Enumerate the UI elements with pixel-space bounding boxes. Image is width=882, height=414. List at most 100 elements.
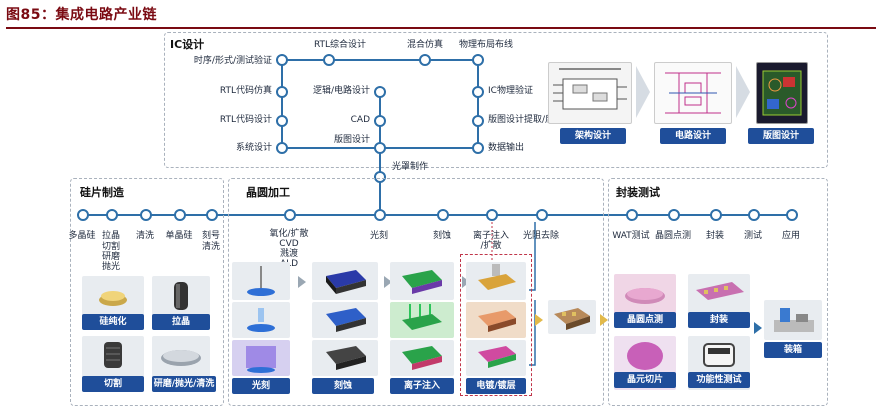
wafer-node-5: [206, 209, 218, 221]
wafer-step-3: 清洗: [135, 231, 155, 241]
proc-step-5: 光阻去除: [522, 231, 560, 241]
arrow-right-icon-4: [535, 314, 543, 326]
ic-right-label-1: IC物理验证: [488, 86, 533, 96]
polishing-caption: 研磨/抛光/清洗: [152, 376, 216, 392]
wafer-step-2-sub: 切割 研磨 抛光: [101, 242, 121, 272]
layout-image: [756, 62, 808, 124]
circuit-schematic-icon: [665, 72, 721, 114]
proc-step-4: 离子注入 /扩散: [472, 231, 510, 251]
circuit-schematic-image: [654, 62, 732, 124]
arrow-right-icon-6: [754, 322, 762, 334]
arrow-right-icon-1: [298, 276, 306, 288]
ic-design-panel: [164, 32, 828, 168]
packaging-label: 封装测试: [616, 186, 660, 199]
ion-stage-1: [390, 262, 454, 300]
title-rule: [6, 27, 876, 29]
architecture-design-caption: 架构设计: [560, 128, 626, 144]
etch-caption: 刻蚀: [312, 378, 374, 394]
chip-layout-icon: [762, 70, 802, 116]
ic-top-label-1: RTL综合设计: [313, 40, 367, 50]
ion-stage-3: [390, 340, 454, 376]
wafer-disc-icon: [161, 350, 201, 366]
arrow-right-icon-2: [384, 276, 392, 288]
proc-node-4: [486, 209, 498, 221]
ic-node-top-left: [276, 54, 288, 66]
pkg-node-5: [786, 209, 798, 221]
wafer-step-2: 拉晶: [101, 231, 121, 241]
ic-node-center-3: [374, 142, 386, 154]
plating-chip-icon: [478, 264, 516, 290]
wafer-probe-caption: 晶圆点测: [614, 312, 676, 328]
finished-chip-image: [548, 300, 596, 334]
litho-stage-3: [232, 340, 290, 376]
proc-node-1: [284, 209, 296, 221]
wafer-node-1: [77, 209, 89, 221]
test-device-icon: [703, 343, 735, 367]
proc-node-5: [536, 209, 548, 221]
etch-stage-1: [312, 262, 378, 300]
proc-node-2: [374, 209, 386, 221]
ic-node-left-2: [276, 86, 288, 98]
uv-exposure-icon: [246, 346, 276, 373]
ic-center-label-3: 版图设计: [333, 135, 370, 145]
pkg-step-2: 晶圆点测: [654, 231, 692, 241]
wafer-node-4: [174, 209, 186, 221]
plating-highlight-frame: [460, 254, 532, 396]
ic-node-center-2: [374, 115, 386, 127]
wafer-slice-caption: 晶元切片: [614, 372, 676, 388]
ic-node-right-3: [472, 142, 484, 154]
pkg-step-3: 封装: [705, 231, 725, 241]
boxing-image: [764, 300, 822, 340]
wafer-step-5-sub: 清洗: [201, 242, 221, 252]
plating-stage-3: [466, 340, 526, 376]
ic-node-rtl-synth: [323, 54, 335, 66]
wafer-probe-icon: [625, 288, 665, 304]
ion-stage-2: [390, 302, 454, 338]
ic-left-label-3: RTL代码设计: [219, 115, 272, 125]
wafer-proc-panel: [228, 178, 604, 406]
packaging-panel: [608, 178, 828, 406]
block-diagram-icon: [553, 68, 627, 110]
ion-chip-icon: [402, 270, 442, 294]
ion-beam-icon: [402, 304, 442, 330]
ic-node-left-4: [276, 142, 288, 154]
ic-design-label: IC设计: [170, 38, 205, 51]
chevron-right-icon-2: [736, 66, 750, 118]
ic-top-label-2: 混合仿真: [406, 40, 444, 50]
wafer-node-3: [140, 209, 152, 221]
pkg-node-3: [710, 209, 722, 221]
etch-chip-icon-3: [326, 346, 366, 370]
cutting-tool-icon: [104, 342, 122, 368]
ic-node-hybrid-sim: [419, 54, 431, 66]
plating-chip-icon-2: [478, 310, 516, 332]
circuit-design-caption: 电路设计: [660, 128, 726, 144]
ic-center-label-1: 逻辑/电路设计: [312, 86, 370, 96]
ic-node-right-1: [472, 86, 484, 98]
proc-node-3: [437, 209, 449, 221]
pkg-node-1: [626, 209, 638, 221]
etch-chip-icon: [326, 270, 366, 294]
package-strip-icon: [696, 282, 744, 300]
ic-right-label-2: 版图设计提取/后仿: [488, 115, 564, 125]
etch-stage-3: [312, 340, 378, 376]
arrow-right-icon-5: [600, 314, 608, 326]
ic-node-center-1: [374, 86, 386, 98]
figure-title: 图85：集成电路产业链: [6, 7, 157, 23]
crystal-pulling-caption: 拉晶: [152, 314, 210, 330]
silicon-disc-icon: [99, 291, 127, 306]
chevron-right-icon: [636, 66, 650, 118]
packaging-caption: 封装: [688, 312, 750, 328]
wafer-step-1: 多晶硅: [68, 231, 96, 241]
plating-caption: 电镀/镀层: [466, 378, 526, 394]
pkg-step-4: 测试: [743, 231, 763, 241]
wafer-stage-icon-2: [247, 308, 275, 332]
function-test-caption: 功能性测试: [688, 372, 750, 388]
ion-caption: 离子注入: [390, 378, 454, 394]
ic-node-mask: [374, 171, 386, 183]
ion-chip-icon-3: [402, 346, 442, 370]
pkg-step-5: 应用: [781, 231, 801, 241]
chip-die-icon: [554, 308, 590, 330]
boxing-caption: 装箱: [764, 342, 822, 358]
ic-top-label-3: 物理布局布线: [458, 40, 514, 50]
ic-node-place-route: [472, 54, 484, 66]
